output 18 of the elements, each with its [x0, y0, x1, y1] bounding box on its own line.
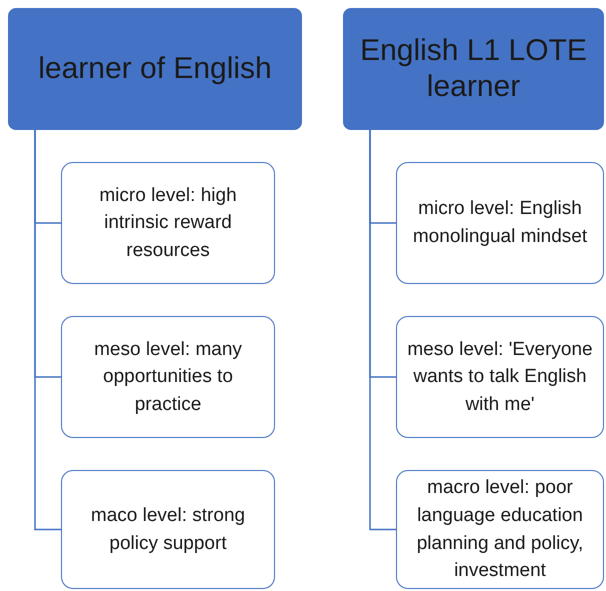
level-box [61, 316, 275, 438]
box-text: learner of English [38, 51, 272, 87]
box-text: maco level: strong policy support [90, 504, 246, 556]
connector-line [34, 130, 61, 530]
box-text: micro level: high intrinsic reward resources [98, 184, 238, 263]
box-text: English L1 LOTE learner [359, 33, 588, 105]
box-text: micro level: English monolingual mindset [412, 197, 588, 249]
level-box [396, 470, 604, 589]
level-box [396, 162, 604, 284]
box-text: meso level: 'Everyone wants to talk English with me' [406, 338, 594, 417]
header-box [8, 8, 302, 130]
box-text: macro level: poor language education planning and policy, investment [416, 476, 584, 584]
connector-line [369, 130, 396, 530]
header-box [343, 8, 604, 130]
box-text: meso level: many opportunities to practice [93, 338, 243, 417]
level-box [396, 316, 604, 438]
level-box [61, 162, 275, 284]
level-box [61, 470, 275, 589]
